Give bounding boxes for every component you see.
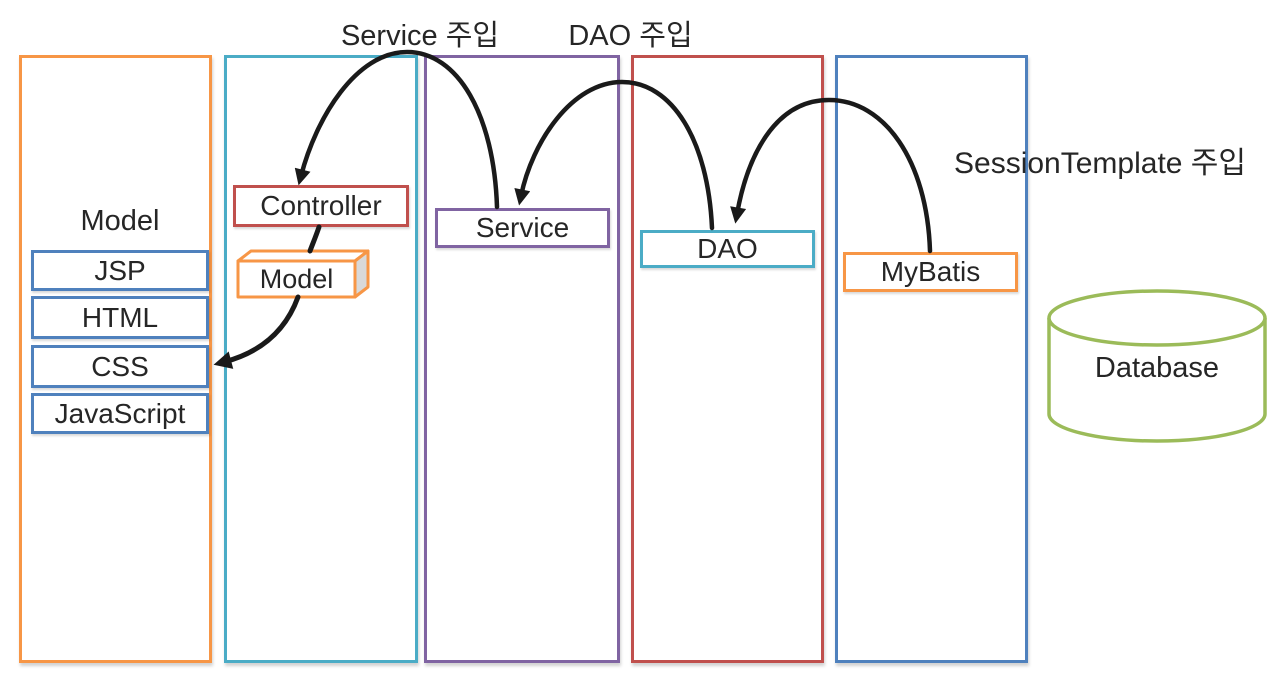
controller-box: Controller: [233, 185, 409, 227]
jsp-box: JSP: [31, 250, 209, 291]
css-box-label: CSS: [91, 350, 149, 382]
css-box: CSS: [31, 345, 209, 388]
controller-box-label: Controller: [260, 190, 382, 221]
service-box-label: Service: [475, 212, 570, 243]
session-template-injection-label: SessionTemplate 주입: [954, 147, 1246, 180]
jsp-box-label: JSP: [94, 254, 146, 286]
javascript-box-label: JavaScript: [54, 397, 186, 429]
dao-box-label: DAO: [697, 233, 758, 264]
service-layer-column: [424, 55, 620, 663]
database-label: Database: [1094, 352, 1220, 384]
controller-layer-column: [224, 55, 418, 663]
service-injection-label: Service 주입: [340, 20, 500, 52]
database-cylinder-top: [1047, 289, 1267, 347]
view-layer-heading: Model: [80, 205, 160, 237]
javascript-box: JavaScript: [31, 393, 209, 434]
dao-layer-column: [631, 55, 824, 663]
mybatis-box-label: MyBatis: [880, 256, 981, 287]
mybatis-box: MyBatis: [843, 252, 1018, 292]
dao-box: DAO: [640, 230, 815, 268]
html-box-label: HTML: [81, 301, 159, 333]
service-box: Service: [435, 208, 610, 248]
html-box: HTML: [31, 296, 209, 339]
dao-injection-label: DAO 주입: [568, 20, 693, 52]
model-cube-label: Model: [259, 263, 334, 294]
